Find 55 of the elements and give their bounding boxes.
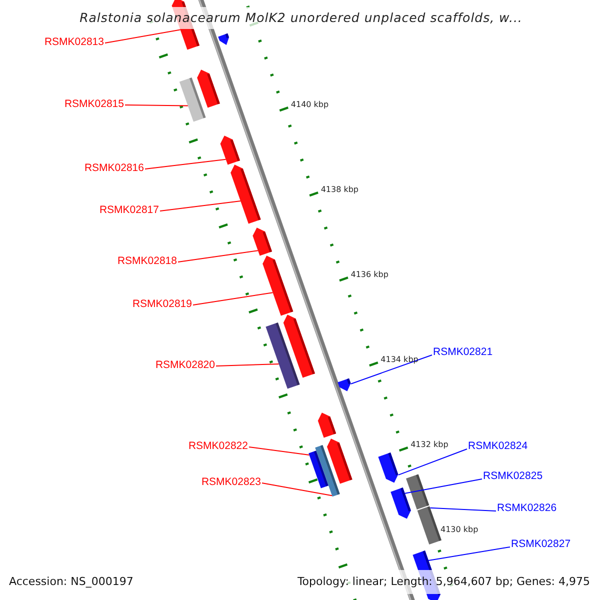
gene-bar [220, 136, 240, 165]
gene-label: RSMK02813 [44, 36, 104, 48]
gene-label: RSMK02818 [117, 255, 177, 267]
leader-line [124, 104, 188, 106]
diagram-title: Ralstonia solanacearum MolK2 unordered unplaced scaffolds, w... [80, 8, 522, 27]
scale-label: 4134 kbp [380, 355, 418, 366]
gene-bar [417, 506, 442, 544]
leader-line [428, 546, 510, 562]
leader-line [104, 29, 181, 44]
leader-line [350, 354, 432, 384]
gene-bar [390, 488, 411, 519]
leader-line [248, 446, 310, 456]
gene-label: RSMK02823 [201, 476, 261, 488]
accession-text: Accession: NS_000197 [9, 574, 134, 590]
gene-bar [252, 228, 272, 256]
gene-bar [262, 256, 294, 316]
leader-line [262, 482, 332, 496]
leader-line [144, 158, 226, 170]
leader-line [178, 250, 258, 262]
gene-bar [283, 314, 315, 378]
gene-bar [327, 438, 352, 484]
gene-label: RSMK02815 [64, 98, 124, 110]
gene-bar [197, 70, 220, 108]
gene-bar [308, 450, 328, 488]
gene-label: RSMK02824 [468, 440, 528, 452]
leader-line [160, 200, 241, 212]
gene-label: RSMK02821 [433, 346, 493, 358]
gene-bar [230, 164, 261, 224]
leader-line [404, 478, 482, 494]
leader-line [216, 363, 280, 366]
gene-bar [406, 474, 430, 510]
gene-bar [218, 33, 229, 45]
gene-bar [315, 444, 340, 497]
scale-label: 4132 kbp [410, 440, 448, 450]
leader-line [430, 507, 496, 512]
gene-bar [318, 412, 336, 438]
scale-label: 4136 kbp [350, 270, 388, 280]
scale-label: 4140 kbp [290, 100, 329, 110]
gene-label: RSMK02819 [132, 298, 192, 310]
leader-line [192, 292, 274, 306]
gene-label: RSMK02820 [155, 359, 215, 371]
gene-bar [378, 452, 398, 483]
scale-label: 4130 kbp [440, 525, 478, 536]
gene-label: RSMK02816 [84, 162, 144, 174]
genome-summary-text: Topology: linear; Length: 5,964,607 bp; Genes: 4,975 [297, 574, 590, 590]
scale-label: 4138 kbp [320, 185, 359, 196]
gene-bar [338, 378, 351, 392]
gene-label: RSMK02827 [511, 538, 571, 550]
leader-line [398, 448, 468, 476]
gene-label: RSMK02822 [188, 440, 248, 452]
gene-label: RSMK02826 [497, 502, 557, 514]
gene-bar [266, 322, 300, 389]
gene-label: RSMK02825 [483, 470, 543, 482]
gene-label: RSMK02817 [99, 204, 159, 216]
gene-bar [179, 77, 206, 122]
